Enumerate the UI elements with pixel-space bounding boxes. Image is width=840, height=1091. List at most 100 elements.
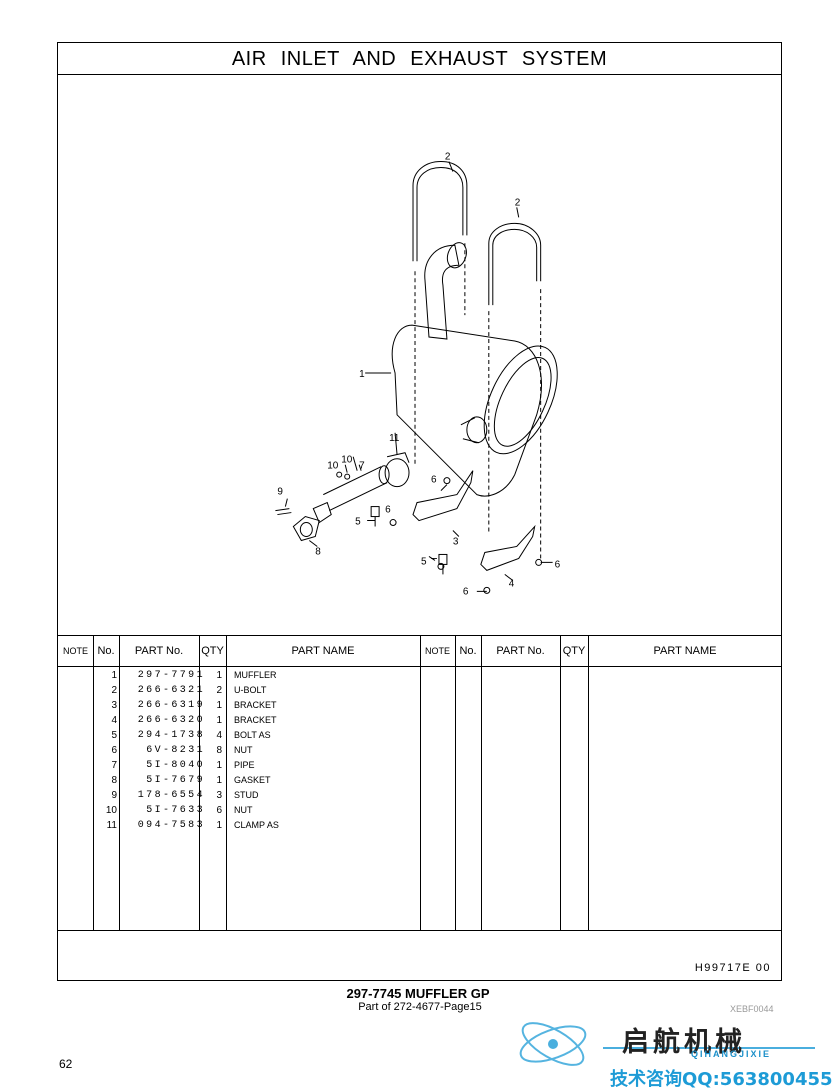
callout-6c: 6	[555, 559, 561, 570]
quantity: 4	[216, 730, 222, 741]
callout-10b: 10	[341, 455, 353, 466]
u-bolt-2	[488, 222, 542, 306]
muffler-end	[483, 345, 558, 455]
quantity: 3	[216, 790, 222, 801]
part-number-index: 11	[106, 820, 117, 831]
part-name: NUT	[234, 745, 253, 755]
exploded-view-svg: 2 2 1 3 4 5 5 6 6 6 6 7 8 9 10 10 11	[275, 152, 561, 597]
watermark-brand: 启航机械	[622, 1027, 746, 1058]
part-number: 6V-8231	[146, 745, 205, 756]
header-note-2: NOTE	[424, 646, 450, 656]
quantity: 2	[216, 685, 222, 696]
part-name: GASKET	[234, 775, 271, 785]
callout-2b: 2	[515, 197, 521, 208]
group-caption: 297-7745 MUFFLER GP	[346, 986, 490, 1001]
callout-5a: 5	[355, 517, 361, 528]
table-row: 1 297-7791 1 MUFFLER	[58, 668, 781, 683]
quantity: 8	[216, 745, 222, 756]
callout-5b: 5	[421, 556, 427, 567]
part-name: U-BOLT	[234, 685, 267, 695]
part-number-index: 6	[111, 745, 117, 756]
watermark-code: XEBF0044	[730, 1004, 774, 1014]
table-row: 6 6V-8231 8 NUT	[58, 743, 781, 758]
part-number: 5I-7679	[146, 775, 205, 786]
quantity: 1	[216, 820, 222, 831]
table-row: 11 094-7583 1 CLAMP AS	[58, 818, 781, 833]
header-note: NOTE	[62, 646, 88, 656]
part-name: CLAMP AS	[234, 820, 279, 830]
header-no-2: No.	[459, 645, 477, 657]
part-name: NUT	[234, 805, 253, 815]
table-row: 9 178-6554 3 STUD	[58, 788, 781, 803]
header-no: No.	[97, 645, 115, 657]
table-row: 7 5I-8040 1 PIPE	[58, 758, 781, 773]
part-number-index: 10	[105, 805, 117, 816]
muffler-body	[391, 324, 542, 497]
table-row: 10 5I-7633 6 NUT	[58, 803, 781, 818]
header-part-no: PART No.	[134, 645, 184, 657]
part-number: 266-6319	[137, 700, 205, 711]
callout-4: 4	[509, 578, 515, 589]
page-number: 62	[59, 1057, 73, 1071]
bracket-3	[412, 470, 474, 522]
callout-9: 9	[277, 487, 283, 498]
quantity: 1	[216, 700, 222, 711]
bracket-4	[480, 524, 536, 571]
part-number: 5I-7633	[146, 805, 205, 816]
part-number: 294-1738	[137, 730, 205, 741]
callout-6d: 6	[463, 586, 469, 597]
part-number: 266-6320	[137, 715, 205, 726]
callout-3: 3	[453, 536, 459, 547]
part-of-caption: Part of 272-4677-Page15	[358, 1001, 482, 1013]
callout-2a: 2	[445, 152, 451, 163]
part-number: 178-6554	[137, 790, 205, 801]
quantity: 1	[216, 760, 222, 771]
part-name: PIPE	[234, 760, 255, 770]
clamp-11	[384, 458, 410, 488]
callout-8: 8	[315, 546, 321, 557]
quantity: 1	[216, 670, 222, 681]
part-name: STUD	[234, 790, 259, 800]
callout-6a: 6	[431, 475, 437, 486]
part-number-index: 5	[111, 730, 117, 741]
part-name: MUFFLER	[234, 670, 277, 680]
gasket-8	[292, 516, 320, 542]
header-part-name-2: PART NAME	[653, 645, 717, 657]
callout-1: 1	[359, 369, 365, 380]
parts-sheet-frame: AIR INLET AND EXHAUST SYSTEM	[57, 42, 782, 981]
drawing-code: H99717E 00	[694, 962, 771, 974]
part-number-index: 3	[111, 700, 117, 711]
callout-6b: 6	[385, 505, 391, 516]
callout-7: 7	[359, 461, 365, 472]
header-part-name: PART NAME	[291, 645, 355, 657]
part-number-index: 9	[111, 790, 117, 801]
part-number-index: 1	[111, 670, 117, 681]
quantity: 1	[216, 715, 222, 726]
table-row: 5 294-1738 4 BOLT AS	[58, 728, 781, 743]
watermark-contact: 技术咨询QQ:563800455	[610, 1069, 833, 1090]
part-number: 094-7583	[137, 820, 205, 831]
callout-10a: 10	[327, 461, 339, 472]
header-part-no-2: PART No.	[496, 645, 545, 657]
header-qty: QTY	[201, 645, 224, 657]
table-row: 3 266-6319 1 BRACKET	[58, 698, 781, 713]
part-number-index: 8	[111, 775, 117, 786]
page-title: AIR INLET AND EXHAUST SYSTEM	[58, 43, 781, 75]
part-number: 297-7791	[137, 670, 205, 681]
part-number: 5I-8040	[146, 760, 205, 771]
part-number-index: 2	[111, 685, 117, 696]
header-qty-2: QTY	[562, 645, 586, 657]
part-number-index: 4	[111, 715, 117, 726]
watermark-logo-icon	[519, 1022, 815, 1066]
muffler-stack	[424, 244, 460, 340]
parts-table: NOTE No. PART No. QTY PART NAME NOTE No.…	[58, 635, 781, 931]
part-name: BRACKET	[234, 700, 277, 710]
pipe-7	[323, 466, 388, 512]
quantity: 6	[216, 805, 222, 816]
part-number-index: 7	[111, 760, 117, 771]
callout-11: 11	[389, 433, 400, 444]
part-name: BOLT AS	[234, 730, 271, 740]
